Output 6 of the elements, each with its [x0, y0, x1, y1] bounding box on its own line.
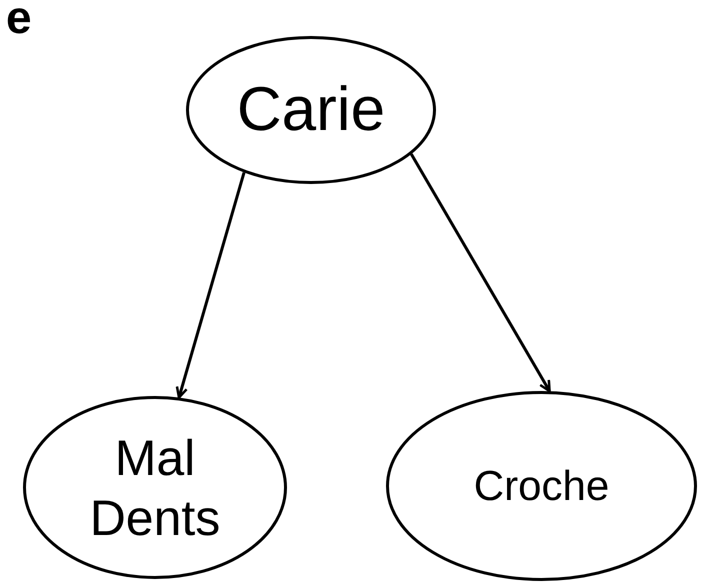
arrow — [410, 153, 551, 392]
node-label: Mal Dents — [88, 428, 222, 548]
arrow — [176, 172, 246, 399]
title-fragment: e — [6, 0, 32, 40]
node-label: Carie — [236, 74, 386, 146]
node-label: Croche — [472, 460, 610, 511]
